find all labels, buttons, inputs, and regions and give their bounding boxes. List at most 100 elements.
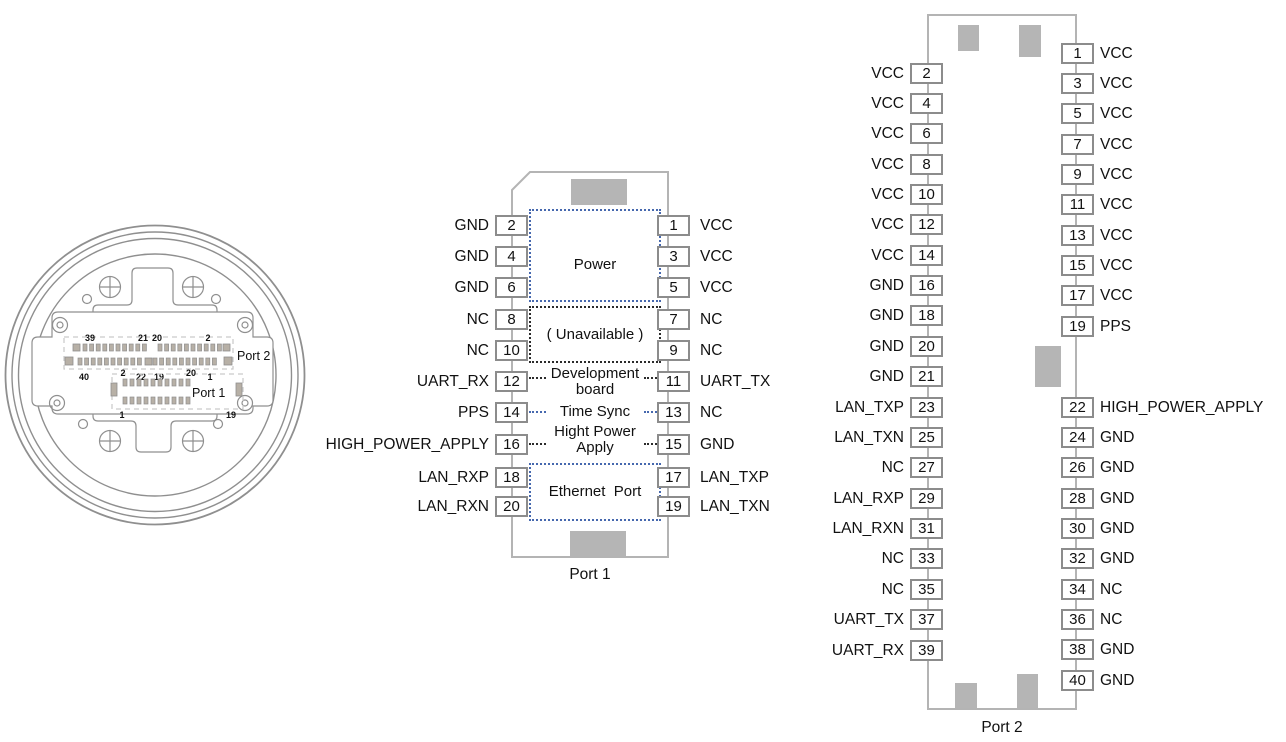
port1-top-notch: [571, 179, 627, 205]
face-pin-number: 40: [79, 372, 89, 382]
port2-pin-label: PPS: [1100, 318, 1132, 335]
port2-pin-label: NC: [1100, 581, 1123, 598]
port2-pin-box: 33: [910, 548, 943, 569]
port2-pin-box: 18: [910, 305, 943, 326]
port2-pin-box: 25: [910, 427, 943, 448]
port2-pin-box: 11: [1061, 194, 1094, 215]
port1-pin-label: NC: [466, 311, 489, 328]
port1-pin-box: 9: [657, 340, 690, 361]
port1-pin-box: 16: [495, 434, 528, 455]
port2-pin-box: 17: [1061, 285, 1094, 306]
port1-pin-box: 6: [495, 277, 528, 298]
port2-pin-box: 20: [910, 336, 943, 357]
face-pin-number: 20: [152, 333, 162, 343]
port1-pin-label: VCC: [700, 217, 733, 234]
port2-pin-box: 24: [1061, 427, 1094, 448]
port2-pin-label: LAN_RXP: [833, 490, 904, 507]
face-port1-label: Port 1: [192, 386, 225, 400]
corner-ring-holes: [48, 316, 254, 412]
port2-pin-box: 36: [1061, 609, 1094, 630]
port1-pin-box: 20: [495, 496, 528, 517]
port1-pin-label: NC: [466, 342, 489, 359]
alignment-holes: [77, 293, 224, 430]
port2-pin-label: HIGH_POWER_APPLY: [1100, 399, 1264, 416]
face-pin-number: 39: [85, 333, 95, 343]
port1-pin-label: NC: [700, 342, 723, 359]
port1-pin-box: 1: [657, 215, 690, 236]
port2-pin-label: LAN_TXN: [834, 429, 904, 446]
port2-pin-box: 4: [910, 93, 943, 114]
unavailable-section-box: [529, 306, 661, 363]
port1-pin-label: LAN_TXN: [700, 498, 770, 515]
port2-pin-label: GND: [1100, 490, 1135, 507]
port1-pin-box: 17: [657, 467, 690, 488]
port1-pin-label: GND: [454, 279, 489, 296]
port2-pin-label: VCC: [1100, 257, 1133, 274]
port2-pin-label: VCC: [871, 247, 904, 264]
port2-pin-label: VCC: [1100, 196, 1133, 213]
face-port1-strip: 2 20 1 19 Port 1: [110, 368, 244, 420]
port1-pin-label: LAN_RXN: [417, 498, 490, 515]
face-pin-number: 2: [205, 333, 210, 343]
port1-pin-label: NC: [700, 311, 723, 328]
port2-pin-label: NC: [1100, 611, 1123, 628]
port1-caption: Port 1: [569, 566, 611, 583]
port2-pin-box: 13: [1061, 225, 1094, 246]
port2-pin-box: 16: [910, 275, 943, 296]
port2-bottom-notch-1: [955, 683, 977, 708]
port2-pin-label: NC: [881, 581, 904, 598]
devboard-lead-left: [529, 377, 546, 379]
port2-pin-box: 5: [1061, 103, 1094, 124]
port1-pin-label: LAN_RXP: [418, 469, 489, 486]
face-pin-number: 1: [119, 410, 124, 420]
port1-pin-label: PPS: [457, 404, 489, 421]
port2-pin-label: GND: [1100, 429, 1135, 446]
port2-pin-label: GND: [1100, 641, 1135, 658]
port1-pin-box: 15: [657, 434, 690, 455]
port2-bottom-notch-2: [1017, 674, 1038, 708]
port2-pin-box: 22: [1061, 397, 1094, 418]
port2-pin-label: VCC: [1100, 45, 1133, 62]
port2-pin-box: 34: [1061, 579, 1094, 600]
port1-pin-box: 14: [495, 402, 528, 423]
port2-pin-box: 2: [910, 63, 943, 84]
highpower-lead-right: [644, 443, 661, 445]
port2-pin-label: VCC: [1100, 227, 1133, 244]
port2-pin-box: 35: [910, 579, 943, 600]
port2-pin-box: 38: [1061, 639, 1094, 660]
port2-pin-label: UART_TX: [833, 611, 904, 628]
port1-pin-label: NC: [700, 404, 723, 421]
port2-pin-box: 12: [910, 214, 943, 235]
port1-pin-box: 4: [495, 246, 528, 267]
port2-pin-label: VCC: [871, 216, 904, 233]
port2-pin-box: 19: [1061, 316, 1094, 337]
face-port1-pins: [110, 382, 243, 397]
port2-pin-label: GND: [869, 368, 904, 385]
port2-pin-label: NC: [881, 459, 904, 476]
face-port2-label: Port 2: [237, 349, 270, 363]
face-port2-pins: [64, 343, 233, 366]
port2-pin-label: UART_RX: [831, 642, 904, 659]
port1-pin-box: 10: [495, 340, 528, 361]
section-label-highpower: Hight Power Apply: [554, 423, 636, 456]
port2-pin-box: 31: [910, 518, 943, 539]
port2-pin-label: GND: [869, 338, 904, 355]
port1-pin-box: 7: [657, 309, 690, 330]
port2-pin-box: 23: [910, 397, 943, 418]
face-pin-number: 22: [136, 372, 146, 382]
port2-pin-label: GND: [1100, 520, 1135, 537]
face-pin-number: 19: [154, 372, 164, 382]
port1-pin-label: VCC: [700, 279, 733, 296]
port2-pin-label: LAN_TXP: [835, 399, 904, 416]
port1-pin-label: LAN_TXP: [700, 469, 769, 486]
port2-caption: Port 2: [981, 719, 1023, 736]
port2-pin-label: VCC: [871, 125, 904, 142]
bottom-key-tab: [92, 414, 218, 453]
port2-pin-box: 3: [1061, 73, 1094, 94]
section-label-devboard: Development board: [550, 365, 640, 398]
port2-pin-box: 26: [1061, 457, 1094, 478]
port1-pin-box: 13: [657, 402, 690, 423]
port1-pin-label: GND: [454, 217, 489, 234]
port1-pin-label: HIGH_POWER_APPLY: [325, 436, 489, 453]
